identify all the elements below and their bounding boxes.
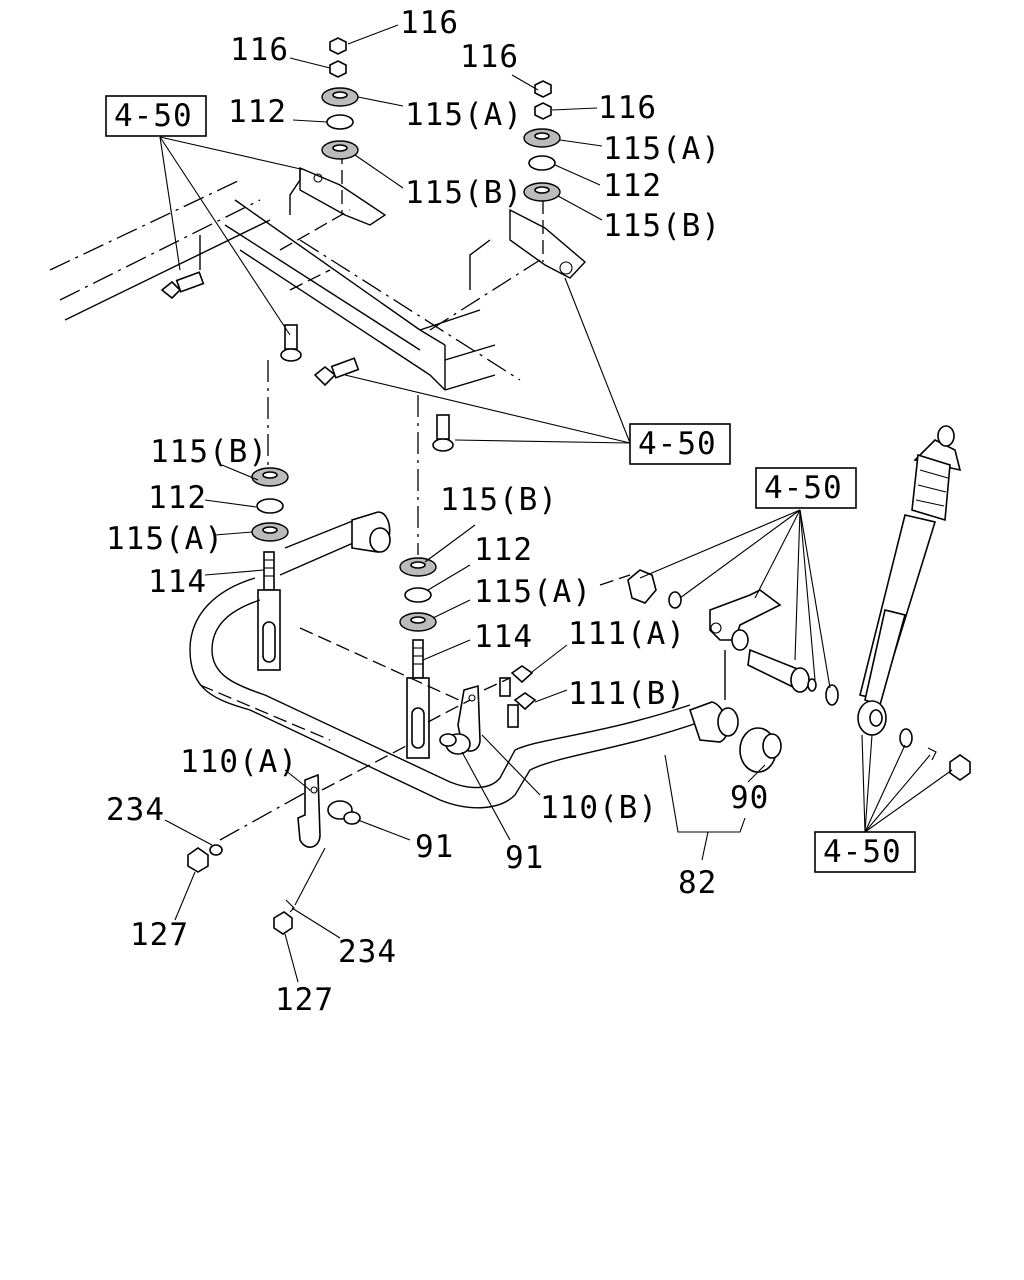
ref-box-top-left[interactable]: 4-50 bbox=[105, 95, 207, 137]
link-rod-center bbox=[406, 639, 430, 759]
callout-116: 116 bbox=[598, 90, 657, 126]
bracket-110a bbox=[219, 744, 409, 906]
callout-115a: 115(A) bbox=[603, 131, 721, 167]
callout-127: 127 bbox=[275, 982, 334, 1018]
bolt-vertical-left bbox=[280, 324, 302, 362]
callout-127: 127 bbox=[130, 917, 189, 953]
ref-box-mid[interactable]: 4-50 bbox=[629, 423, 731, 465]
callout-116: 116 bbox=[460, 39, 519, 75]
ref-label: 4-50 bbox=[638, 426, 717, 462]
bolt-111a bbox=[483, 665, 534, 697]
callout-116: 116 bbox=[400, 5, 459, 41]
nut-127a bbox=[187, 844, 223, 873]
callout-115b: 115(B) bbox=[603, 208, 721, 244]
callout-112: 112 bbox=[228, 94, 287, 130]
callout-114: 114 bbox=[474, 619, 533, 655]
callout-115a: 115(A) bbox=[405, 97, 523, 133]
shock-absorber bbox=[857, 425, 971, 781]
callout-91: 91 bbox=[415, 829, 454, 865]
callout-114: 114 bbox=[148, 564, 207, 600]
callout-234: 234 bbox=[106, 792, 165, 828]
callout-115b: 115(B) bbox=[405, 175, 523, 211]
callout-111a: 111(A) bbox=[568, 616, 686, 652]
callout-115b: 115(B) bbox=[150, 434, 268, 470]
bolt-left-frame bbox=[160, 271, 205, 300]
ref-box-bottom-right[interactable]: 4-50 bbox=[814, 831, 916, 873]
callout-112: 112 bbox=[603, 168, 662, 204]
ref-box-right[interactable]: 4-50 bbox=[755, 467, 857, 509]
top-stack-left bbox=[321, 37, 359, 160]
leader-lines bbox=[159, 24, 953, 983]
callout-110b: 110(B) bbox=[540, 790, 658, 826]
callout-labels: 116 116 116 116 112 115(A) 115(B) 115(A)… bbox=[106, 5, 769, 1018]
bolt-111b bbox=[507, 692, 537, 728]
ref-label: 4-50 bbox=[764, 470, 843, 506]
link-rod-left bbox=[257, 551, 281, 671]
bracket-110b bbox=[427, 684, 481, 755]
frame-bracket-left bbox=[289, 150, 387, 226]
bolt-center-frame bbox=[313, 357, 360, 387]
callout-91: 91 bbox=[505, 840, 544, 876]
frame-bracket-right bbox=[469, 200, 587, 290]
bolt-vertical-center bbox=[432, 414, 454, 452]
callout-115b: 115(B) bbox=[440, 482, 558, 518]
stabilizer-bar bbox=[189, 511, 782, 809]
top-stack-right bbox=[523, 80, 561, 202]
mid-stack-left bbox=[251, 467, 289, 542]
chassis-frame bbox=[49, 179, 541, 391]
mid-stack-center bbox=[399, 557, 437, 632]
callout-111b: 111(B) bbox=[568, 676, 686, 712]
ref-label: 4-50 bbox=[823, 834, 902, 870]
callout-82: 82 bbox=[678, 865, 717, 901]
callout-110a: 110(A) bbox=[180, 744, 298, 780]
callout-115a: 115(A) bbox=[106, 521, 224, 557]
callout-112: 112 bbox=[474, 532, 533, 568]
callout-90: 90 bbox=[730, 780, 769, 816]
nut-127b bbox=[273, 899, 295, 935]
callout-116: 116 bbox=[230, 32, 289, 68]
callout-234: 234 bbox=[338, 934, 397, 970]
callout-115a: 115(A) bbox=[474, 574, 592, 610]
callout-112: 112 bbox=[148, 480, 207, 516]
ref-label: 4-50 bbox=[114, 98, 193, 134]
side-arm-bracket bbox=[599, 569, 839, 706]
